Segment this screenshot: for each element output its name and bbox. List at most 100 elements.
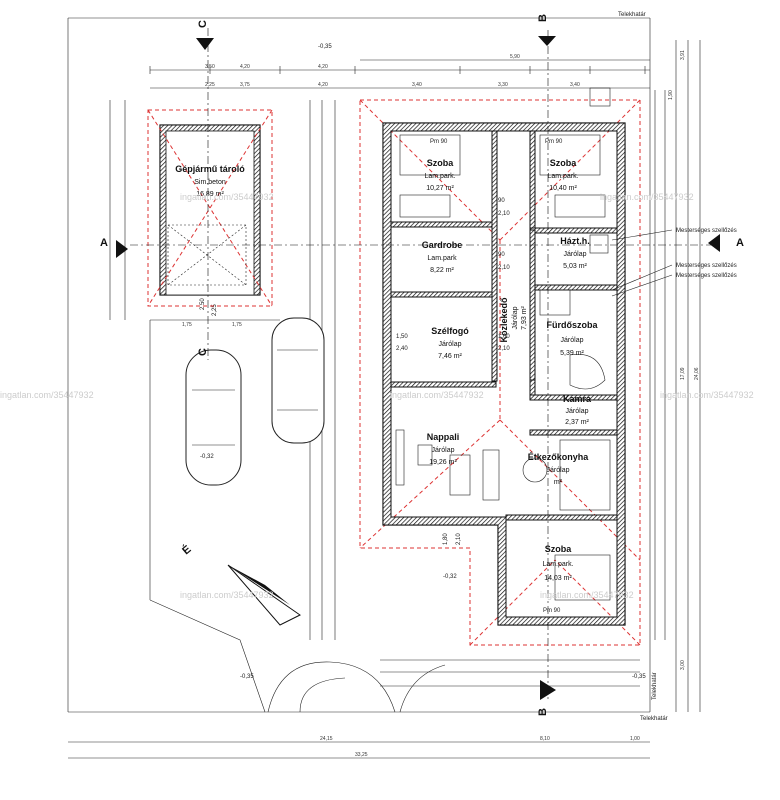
door-dim-10: 2,10: [456, 533, 462, 545]
watermark-4: ingatlan.com/35447932: [180, 590, 274, 600]
watermark-7: ingatlan.com/35447932: [660, 390, 754, 400]
door-dim-1: 90: [498, 198, 505, 204]
room-floor: Lam.park.: [424, 173, 455, 180]
watermark-3: ingatlan.com/35447932: [390, 390, 484, 400]
parked-cars: [185, 317, 325, 486]
room-name: Kamra: [563, 394, 592, 404]
window-label-1: Pm 90: [430, 139, 448, 145]
room-area: 7,93 m²: [521, 305, 528, 329]
room-floor: Járólap: [512, 306, 519, 329]
door-dim-6: 2,40: [396, 346, 408, 352]
window-label-3: Pm 90: [543, 608, 561, 614]
opening-labels: Pm 90 Pm 90 Pm 90 90 2,10 90 2,10 1,50 2…: [396, 139, 563, 614]
room-household: Házt.h. Járólap 5,03 m²: [560, 236, 590, 270]
dim-bottom-2: 8,10: [540, 736, 550, 742]
dim-top-1: 3,50: [205, 64, 215, 70]
door-dim-3: 90: [498, 252, 505, 258]
section-c-mid-marker: C: [197, 348, 209, 356]
door-dim-5: 1,50: [396, 334, 408, 340]
level-3: -0,35: [240, 674, 254, 680]
room-area: 5,03 m²: [563, 263, 587, 270]
room-area: 2,37 m²: [565, 419, 589, 426]
house-walls: [382, 122, 626, 626]
room-pantry: Kamra Járólap 2,37 m²: [563, 394, 592, 426]
section-b-top-label: B: [537, 14, 549, 22]
dim-top-3: 4,20: [318, 64, 328, 70]
room-floor: Járólap: [432, 447, 455, 454]
room-area: 5,39 m²: [560, 350, 584, 357]
room-name: Közlekedő: [499, 297, 509, 343]
room-name: Szoba: [545, 544, 572, 554]
section-b-bottom-marker: B: [537, 680, 556, 716]
site-paths: [149, 320, 446, 713]
room-area: m²: [554, 479, 563, 486]
room-garage: Gépjármű tároló Sim.beton 16,89 m²: [175, 164, 245, 198]
room-floor: Sim.beton: [194, 179, 226, 186]
room-area: 8,22 m²: [430, 267, 454, 274]
vent-label-1: Mesterséges szellőzés: [676, 228, 737, 234]
room-labels: Gépjármű tároló Sim.beton 16,89 m² Szoba…: [175, 158, 598, 582]
dim-right-2: 1,90: [668, 90, 674, 100]
dim-top-5: 2,25: [205, 82, 215, 88]
window-label-2: Pm 90: [545, 139, 563, 145]
furniture: [395, 87, 611, 601]
dim-top-10: 3,40: [570, 82, 580, 88]
boundary-right-label: Telekhatár: [652, 672, 658, 700]
room-bathroom: Fürdőszoba Járólap 5,39 m²: [547, 320, 599, 357]
watermarks: ingatlan.com/35447932 ingatlan.com/35447…: [0, 192, 754, 600]
section-markers: A A B B C C: [100, 14, 744, 716]
room-name: Házt.h.: [560, 236, 590, 246]
dim-garage-d1: 2,50: [200, 298, 206, 310]
dim-garage-d2: 2,25: [212, 304, 218, 316]
dim-top-2: 4,20: [240, 64, 250, 70]
room-bedroom-1: Szoba Lam.park. 10,27 m²: [424, 158, 455, 192]
level-markers: -0,35 -0,32 -0,35 -0,35 -0,32: [200, 44, 646, 680]
section-c-top-marker: C: [196, 20, 214, 50]
room-floor: Járólap: [564, 251, 587, 258]
dimension-texts: 3,50 4,20 4,20 5,90 2,25 3,75 4,20 3,40 …: [182, 50, 700, 758]
room-name: Szoba: [550, 158, 577, 168]
boundary-bottom-label: Telekhatár: [640, 716, 668, 722]
level-2: -0,32: [200, 454, 214, 460]
boundary-top-label: Telekhatár: [618, 12, 646, 18]
dim-top-6: 3,75: [240, 82, 250, 88]
dim-garage-w2: 1,75: [232, 322, 242, 328]
level-5: -0,32: [443, 574, 457, 580]
room-name: Nappali: [427, 432, 460, 442]
dim-bottom-1: 24,15: [320, 736, 333, 742]
plot-boundary: Telekhatár Telekhatár Telekhatár: [67, 12, 668, 722]
section-a-left-label: A: [100, 237, 108, 249]
ventilation-labels: Mesterséges szellőzés Mesterséges szellő…: [611, 228, 737, 297]
room-floor: Járólap: [547, 467, 570, 474]
room-name: Szélfogó: [431, 326, 469, 336]
door-dim-9: 1,80: [443, 533, 449, 545]
room-living: Nappali Járólap 19,26 m²: [427, 432, 460, 466]
dim-garage-w1: 1,75: [182, 322, 192, 328]
room-name: Gépjármű tároló: [175, 164, 245, 174]
room-area: 19,26 m²: [429, 459, 457, 466]
room-floor: Lam.park: [427, 255, 457, 262]
room-area: 7,46 m²: [438, 353, 462, 360]
section-a-right-marker: A: [708, 234, 744, 252]
dim-right-1: 3,91: [680, 50, 686, 60]
room-bedroom-3: Szoba Lam.park. 14,03 m²: [542, 544, 573, 582]
garage: [147, 109, 273, 307]
room-area: 16,89 m²: [196, 191, 224, 198]
room-name: Szoba: [427, 158, 454, 168]
room-name: Fürdőszoba: [547, 320, 599, 330]
room-area: 10,27 m²: [426, 185, 454, 192]
watermark-1: ingatlan.com/35447932: [180, 192, 274, 202]
north-label: É: [180, 543, 194, 558]
door-dim-4: 2,10: [498, 265, 510, 271]
door-dim-2: 2,10: [498, 211, 510, 217]
watermark-2: ingatlan.com/35447932: [0, 390, 94, 400]
section-c-mid-label: C: [197, 348, 209, 356]
section-b-top-marker: B: [537, 14, 556, 46]
vent-label-3: Mesterséges szellőzés: [676, 273, 737, 279]
dim-right-3: 17,09: [680, 367, 686, 380]
room-floor: Lam.park.: [547, 173, 578, 180]
door-dim-7: 1,00: [498, 334, 510, 340]
room-floor: Járólap: [561, 337, 584, 344]
section-a-right-label: A: [736, 237, 744, 249]
